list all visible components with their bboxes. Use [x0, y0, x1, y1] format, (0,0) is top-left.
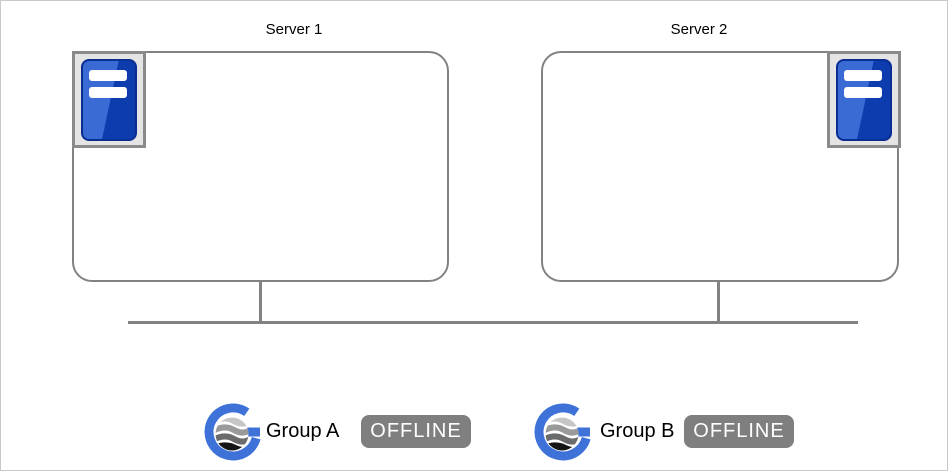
server2-title: Server 2: [670, 21, 728, 38]
server-slot-bar: [89, 69, 127, 81]
group-b-status-badge: OFFLINE: [684, 415, 794, 448]
server1-network-connector-line: [259, 281, 262, 323]
server1-icon-box[interactable]: [72, 51, 146, 148]
server2-network-connector-line: [717, 281, 720, 323]
group-a-globe-g-icon[interactable]: [203, 400, 267, 464]
server2-icon-box[interactable]: [827, 51, 901, 148]
group-b-globe-g-icon[interactable]: [533, 400, 597, 464]
server-slot-bar: [844, 69, 882, 81]
group-a-status-badge: OFFLINE: [361, 415, 471, 448]
server-slot-bar: [844, 86, 882, 98]
server-slot-bar: [89, 86, 127, 98]
server-tower-icon: [836, 58, 892, 141]
server-tower-icon: [81, 58, 137, 141]
network-bus-line: [128, 321, 858, 324]
server1-title: Server 1: [265, 21, 323, 38]
group-a-label: Group A: [266, 420, 340, 442]
group-b-label: Group B: [600, 420, 675, 442]
